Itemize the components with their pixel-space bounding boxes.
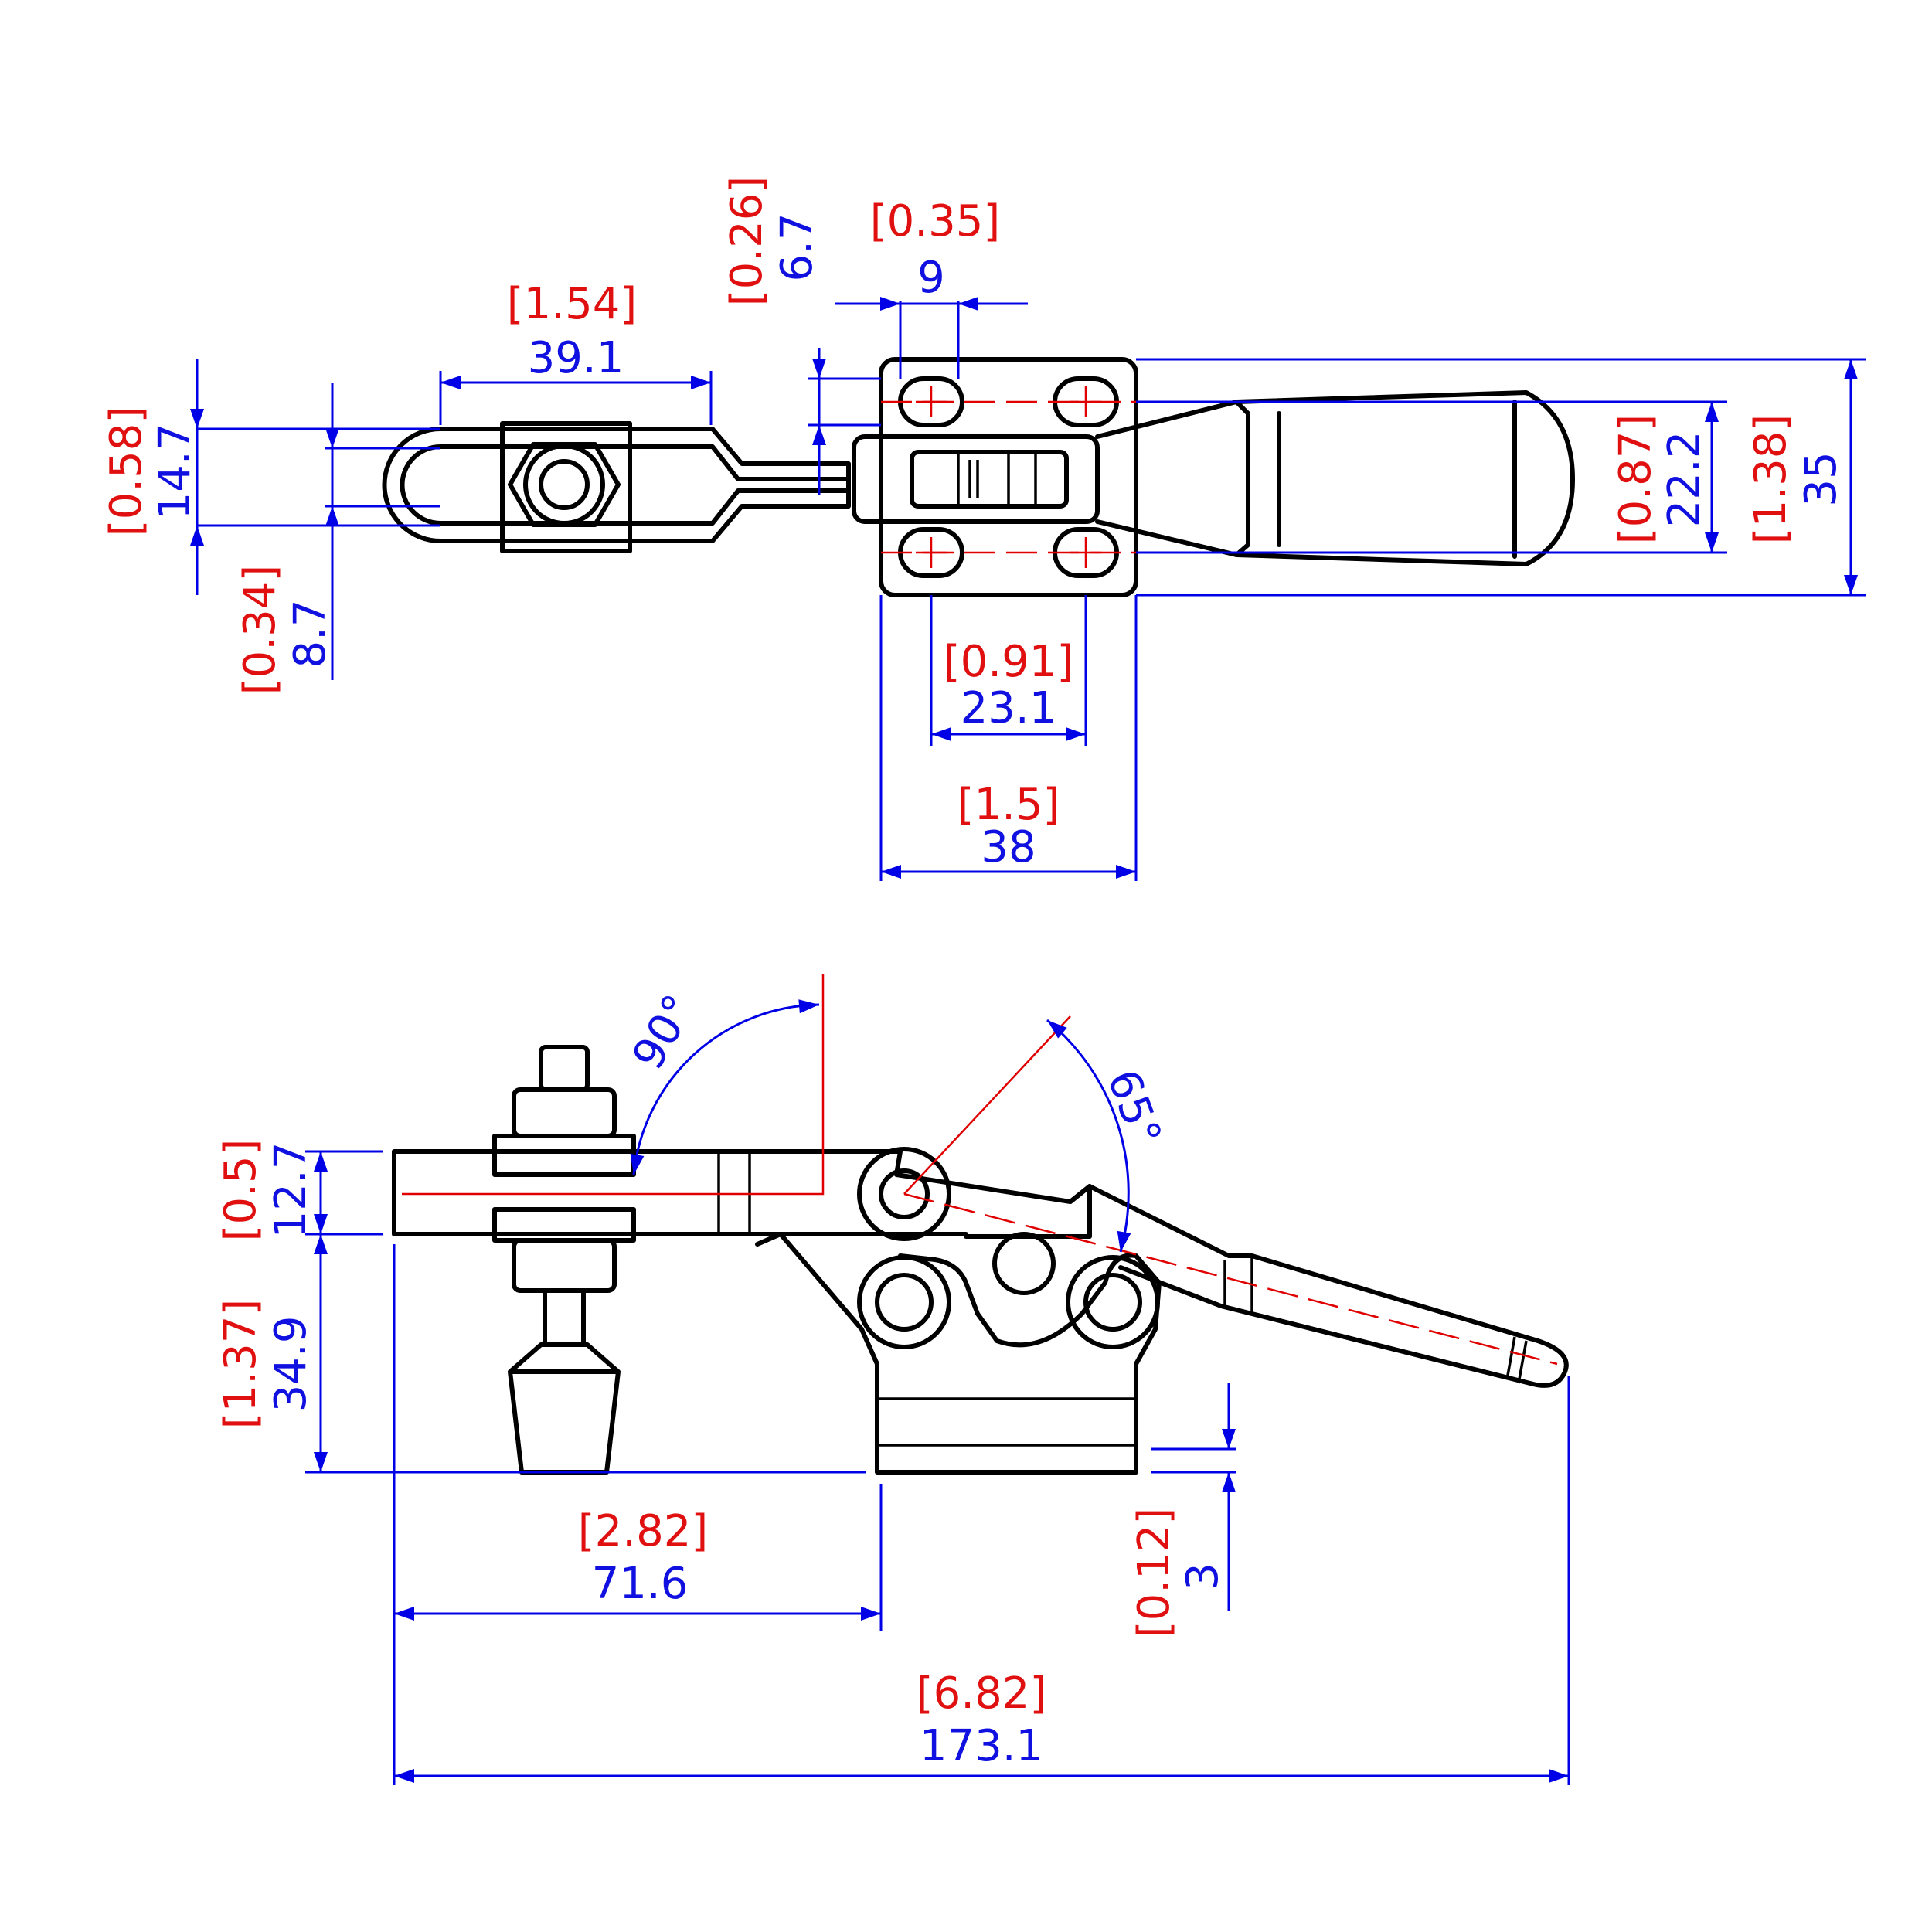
dim-base-width-in: [1.38] [1746,414,1796,544]
spindle-washer [523,444,605,526]
dim-bar-height-in: [0.5] [216,1139,266,1242]
dimension-lines [190,297,1866,1785]
dim-spindle-height-in: [1.37] [216,1299,266,1429]
hinge-inner [910,450,1069,509]
dim-base-width-mm: 35 [1796,451,1846,506]
handle-top [1095,390,1575,566]
dim-bar-height-mm: 12.7 [266,1142,316,1239]
top-view [382,357,1575,597]
arm-slot-inner [400,444,851,526]
dim-slot-length-mm: 39.1 [528,333,624,383]
dimension-labels: [1.54] 39.1 [0.26] 6.7 [0.35] 9 [0.58] 1… [101,176,1846,1771]
dim-hole-pitch-in: [0.91] [944,637,1073,687]
side-handle [1068,1184,1569,1388]
dim-bar-width-mm: 14.7 [150,423,200,520]
dim-reach-in: [2.82] [578,1506,708,1556]
dim-handle-angle: 65° [1097,1063,1171,1153]
dim-arm-offset-mm: 6.7 [772,213,822,281]
dim-handle-width-in: [0.87] [1611,414,1661,544]
link-pivot [992,1232,1056,1295]
arm-pivot-outer [857,1147,951,1241]
dim-spindle-height-mm: 34.9 [266,1316,316,1413]
base-plate-top [879,357,1138,597]
spindle-bolt [539,459,590,510]
dim-slot-width-in: [0.34] [235,565,285,695]
dim-hole-spacing-in: [0.35] [870,196,1000,247]
base-pivot-right [1083,1273,1142,1332]
dim-slot-width-mm: 8.7 [285,599,335,668]
dim-handle-width-mm: 22.2 [1659,431,1709,528]
spindle-rod [543,1288,586,1347]
dim-hole-spacing-mm: 9 [917,253,945,303]
dim-overall-length-in: [6.82] [917,1668,1046,1719]
dim-slot-length-in: [1.54] [507,279,637,329]
base-pivot-left-outer [857,1255,951,1349]
handle-grip [1234,400,1517,559]
dim-bar-width-in: [0.58] [101,406,151,536]
arm-bar [392,1149,1092,1247]
dim-base-thickness-mm: 3 [1178,1563,1228,1590]
dim-base-length-mm: 38 [981,822,1036,872]
dim-base-length-in: [1.5] [957,780,1060,830]
dim-arm-angle: 90° [623,987,705,1078]
arm-pivot [879,1168,930,1219]
dim-base-thickness-in: [0.12] [1129,1508,1179,1638]
side-view [392,974,1569,1475]
spindle-hex-nut [508,442,621,527]
dim-reach-mm: 71.6 [592,1559,689,1609]
dim-arm-offset-in: [0.26] [722,176,772,306]
arm-slot-outline [382,427,851,543]
spindle-washer-upper [492,1134,636,1177]
spindle-hex-nut-upper [512,1087,617,1138]
spindle-clamp-plate [500,421,632,553]
spindle-thread-top [539,1045,590,1092]
mounting-holes [881,376,1136,578]
dim-hole-pitch-mm: 23.1 [961,683,1057,733]
base-pivot-left [875,1273,934,1332]
hinge-block [852,434,1100,524]
base-body [778,1232,1162,1475]
dim-overall-length-mm: 173.1 [920,1721,1043,1771]
spindle-hex-nut-lower [512,1238,617,1293]
base-pivot-right-outer [1066,1255,1160,1349]
spindle-rubber-tip [508,1342,621,1475]
